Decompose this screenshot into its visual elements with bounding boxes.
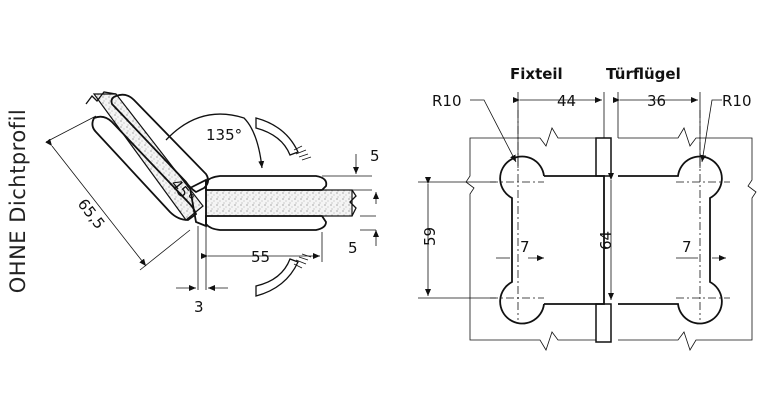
diagonal-glass-break — [85, 91, 117, 105]
dim-59-label: 59 — [421, 227, 439, 246]
centerline-left — [490, 110, 544, 320]
centerline-right — [676, 110, 730, 320]
rotation-hatch-bottom — [293, 253, 312, 269]
horizontal-clamp-bottom — [205, 215, 327, 231]
radius-left-leader — [470, 99, 517, 163]
center-bar-bottom — [595, 303, 612, 343]
angle-outer-label: 135° — [206, 126, 242, 144]
radius-right-leader — [700, 99, 722, 163]
rotation-arc-bottom — [255, 258, 299, 297]
dim-horizontal-label: 55 — [251, 248, 270, 266]
dim-diagonal-label: 65,5 — [74, 195, 109, 232]
dim-bottom-ext — [360, 215, 376, 231]
rotation-arc-top — [255, 117, 299, 156]
dim-diagonal-ext-bottom — [139, 229, 191, 271]
dim-7-left-label: 7 — [520, 238, 530, 256]
angle-arc-outer — [165, 113, 265, 169]
dim-36-label: 36 — [647, 92, 666, 110]
right-view: Fixteil Türflügel R10 R10 44 36 59 — [418, 65, 757, 351]
horizontal-glass-break — [349, 189, 357, 217]
diagonal-clamp-outer — [110, 93, 209, 194]
horizontal-clamp-top — [205, 175, 328, 191]
radius-left-label: R10 — [432, 92, 462, 110]
rotation-hatch-top — [293, 145, 312, 161]
dim-offset-label: 3 — [194, 298, 204, 316]
horizontal-glass-panel — [205, 189, 353, 217]
dim-bottom-label: 5 — [348, 239, 358, 257]
dim-44-label: 44 — [557, 92, 576, 110]
left-view: 135° 45° 65,5 55 3 5 5 — [45, 91, 380, 316]
center-bar-top — [595, 137, 612, 177]
fixed-glass-outline — [465, 127, 596, 351]
dim-diagonal-line — [45, 138, 147, 267]
dim-44-ext — [517, 92, 605, 168]
dim-59-ext — [418, 181, 496, 299]
diagonal-clamp-inner — [91, 115, 198, 221]
dim-diagonal-ext-top — [45, 115, 97, 143]
dim-64-label: 64 — [597, 231, 615, 250]
door-glass-outline — [618, 127, 757, 351]
dim-7-right-label: 7 — [682, 238, 692, 256]
cutout-fixed — [499, 155, 605, 325]
radius-right-label: R10 — [722, 92, 752, 110]
dim-top-label: 5 — [370, 147, 380, 165]
header-fixed: Fixteil — [510, 65, 563, 83]
header-door: Türflügel — [606, 65, 681, 83]
cutout-door — [618, 155, 723, 325]
